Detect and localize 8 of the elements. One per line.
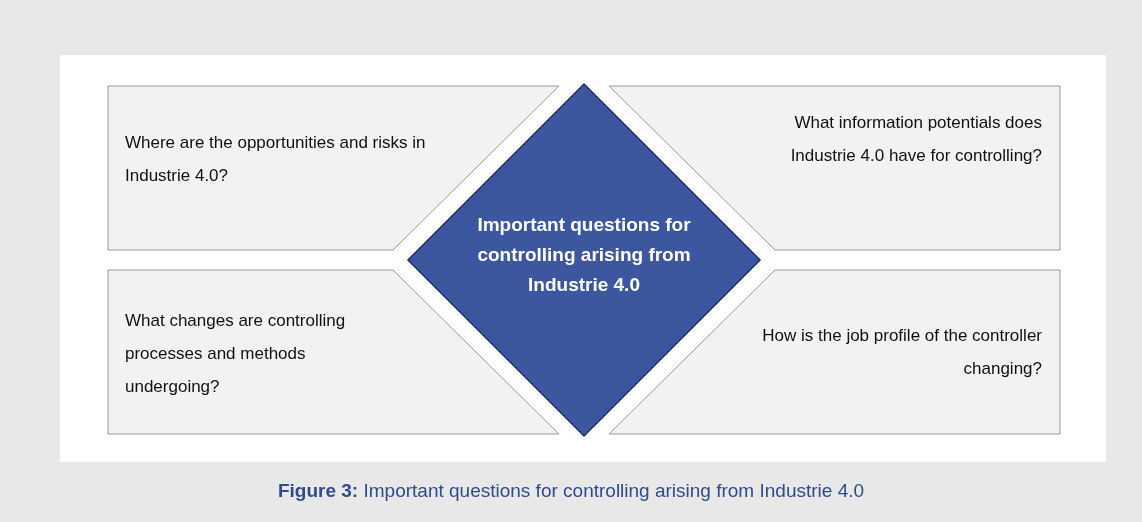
question-box [609,270,1060,434]
topic-diamond [408,84,760,436]
figure-caption: Figure 3: Important questions for controlling arising from Industrie 4.0 [276,480,866,502]
question-text: How is the job profile of the controller changing? [761,325,1042,380]
topic-title: Important questions for controlling arising from Industrie 4.0 [476,213,692,297]
question-text: Where are the opportunities and risks in Industrie 4.0? [125,132,427,187]
question-text: What information potentials does Industrie 4.0 have for controlling? [789,112,1042,167]
question-text: What changes are controlling processes and methods undergoing? [125,310,347,398]
